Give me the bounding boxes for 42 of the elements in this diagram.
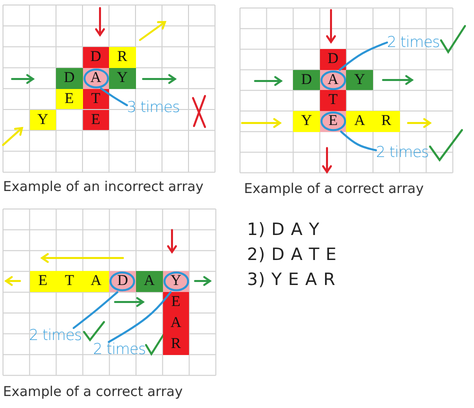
- letter-tile: E: [30, 271, 56, 292]
- letter-tile: D: [320, 49, 346, 70]
- count-note: 2 times: [376, 145, 429, 160]
- letter-tile: Y: [293, 111, 320, 132]
- letter-tile: A: [346, 111, 373, 132]
- letter-tile: Y: [109, 68, 136, 89]
- letter-tile: T: [56, 271, 83, 292]
- circled-letter-tile: A: [320, 70, 346, 90]
- word-list-item: 3) Y E A R: [247, 272, 336, 289]
- letter-tile: A: [162, 313, 190, 334]
- letter-tile: Y: [30, 110, 56, 130]
- leader-line: [340, 130, 377, 152]
- circled-letter-tile: Y: [162, 271, 190, 292]
- letter-tile: D: [82, 46, 109, 68]
- letter-tile: R: [373, 111, 400, 132]
- letter-tile: R: [109, 46, 136, 68]
- leader-line: [338, 42, 388, 71]
- count-note: 2 times: [387, 35, 440, 50]
- letter-tile: D: [56, 68, 82, 89]
- letter-tile: A: [136, 271, 163, 292]
- letter-tile: D: [293, 70, 320, 90]
- leader-line: [100, 88, 128, 106]
- count-note: 2 times: [29, 328, 82, 343]
- caption: Example of a correct array: [244, 183, 424, 196]
- leader-line: [72, 291, 118, 329]
- caption: Example of a correct array: [3, 386, 183, 400]
- word-list-item: 2) D A T E: [247, 247, 337, 264]
- letter-tile: E: [56, 88, 82, 110]
- circled-letter-tile: D: [109, 271, 136, 292]
- circled-letter-tile: A: [82, 68, 109, 89]
- letter-tile: Y: [346, 70, 373, 90]
- letter-tile: R: [162, 334, 190, 355]
- count-note: 3 times: [127, 100, 180, 115]
- letter-tile: A: [82, 271, 110, 292]
- letter-tile: E: [82, 110, 109, 130]
- circled-letter-tile: E: [320, 111, 346, 132]
- count-note: 2 times: [93, 342, 146, 357]
- leader-line: [108, 291, 172, 343]
- caption: Example of an incorrect array: [3, 181, 204, 194]
- word-list-item: 1) D A Y: [247, 222, 320, 239]
- letter-tile: E: [162, 292, 190, 313]
- letter-tile: T: [320, 90, 346, 111]
